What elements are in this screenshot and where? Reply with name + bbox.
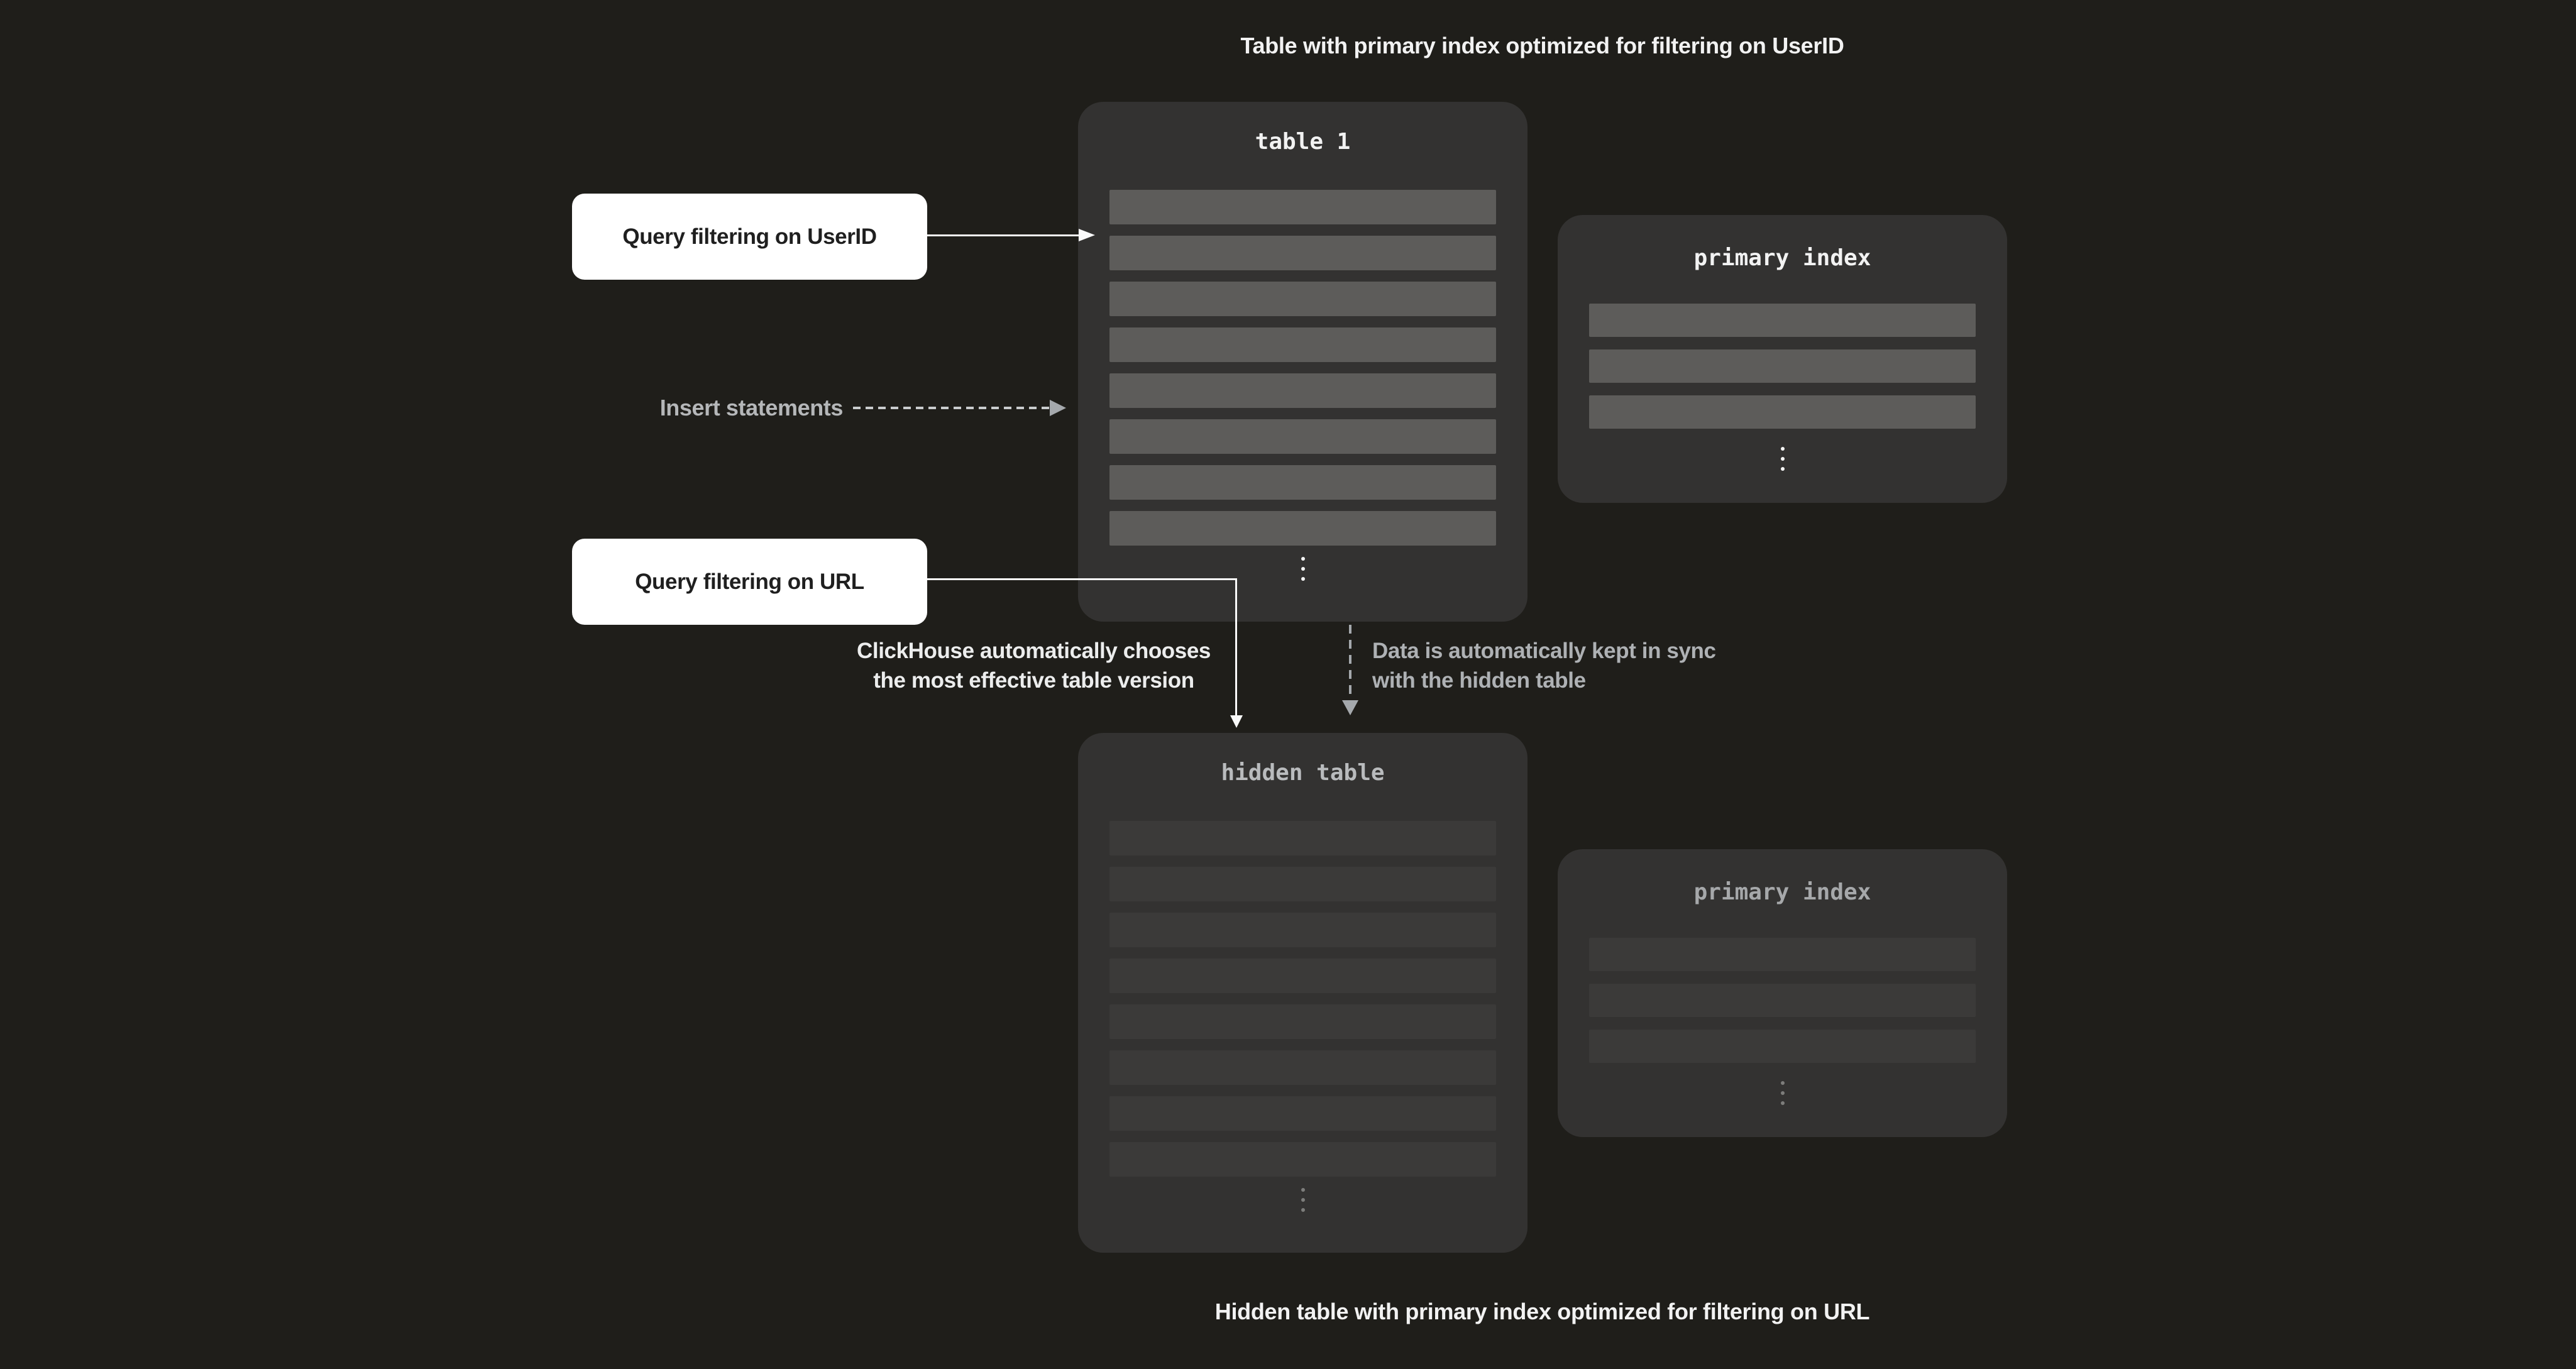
table-row [1109, 1004, 1496, 1039]
query-userid-label: Query filtering on UserID [572, 194, 927, 280]
table-row [1109, 190, 1496, 224]
query-url-label: Query filtering on URL [572, 539, 927, 625]
hidden-table-ellipsis [1078, 1188, 1527, 1212]
table-row [1589, 395, 1976, 429]
primary-index-top-title: primary index [1693, 245, 1871, 271]
primary-index-top-rows [1589, 304, 1976, 429]
table-row [1589, 304, 1976, 337]
primary-index-top-box: primary index [1558, 215, 2007, 503]
ellipsis-dot [1780, 1101, 1785, 1105]
sync-note: Data is automatically kept in sync with … [1372, 636, 1716, 695]
query-url-arrow-head [1230, 715, 1243, 728]
ellipsis-dot [1301, 1208, 1305, 1212]
ellipsis-dot [1780, 457, 1785, 461]
query-url-line-vertical [1235, 578, 1237, 717]
table-row [1109, 913, 1496, 947]
ellipsis-dot [1780, 447, 1785, 451]
table-row [1109, 419, 1496, 454]
ellipsis-dot [1301, 577, 1305, 581]
query-userid-arrow-head [1079, 229, 1095, 241]
table-row [1109, 373, 1496, 408]
table-row [1109, 236, 1496, 270]
table-row [1109, 867, 1496, 901]
sync-arrow-line [1349, 625, 1351, 699]
table1-box: table 1 [1078, 102, 1527, 622]
table-row [1109, 1096, 1496, 1131]
table-row [1109, 511, 1496, 546]
ellipsis-dot [1301, 1188, 1305, 1192]
table-row [1109, 465, 1496, 500]
top-caption: Table with primary index optimized for f… [1240, 33, 1844, 58]
hidden-table-title: hidden table [1221, 760, 1385, 786]
ellipsis-dot [1780, 1081, 1785, 1085]
table-row [1109, 282, 1496, 316]
clickhouse-note-line2: the most effective table version [873, 668, 1194, 693]
table-row [1109, 327, 1496, 362]
table-row [1589, 1030, 1976, 1063]
table-row [1109, 959, 1496, 993]
clickhouse-note-line1: ClickHouse automatically chooses [857, 639, 1211, 663]
insert-arrow-line [853, 407, 1049, 409]
table-row [1589, 349, 1976, 383]
query-userid-arrow-line [927, 234, 1079, 236]
primary-index-bottom-ellipsis [1558, 1081, 2007, 1105]
table-row [1109, 821, 1496, 855]
table1-title: table 1 [1255, 129, 1351, 155]
sync-note-line2: with the hidden table [1372, 668, 1586, 693]
table1-ellipsis [1078, 557, 1527, 581]
bottom-caption: Hidden table with primary index optimize… [1214, 1299, 1870, 1324]
sync-arrow-head [1342, 700, 1358, 715]
ellipsis-dot [1780, 467, 1785, 471]
primary-index-bottom-title: primary index [1693, 879, 1871, 905]
query-url-line-horizontal [927, 578, 1237, 580]
table-row [1109, 1050, 1496, 1085]
hidden-table-box: hidden table [1078, 733, 1527, 1253]
table1-rows [1109, 190, 1496, 546]
hidden-table-rows [1109, 821, 1496, 1177]
table-row [1109, 1142, 1496, 1177]
primary-index-bottom-box: primary index [1558, 849, 2007, 1137]
ellipsis-dot [1301, 567, 1305, 571]
table-row [1589, 984, 1976, 1017]
clickhouse-note: ClickHouse automatically chooses the mos… [853, 636, 1214, 695]
ellipsis-dot [1780, 1091, 1785, 1095]
sync-note-line1: Data is automatically kept in sync [1372, 639, 1716, 663]
insert-statements-label: Insert statements [659, 395, 844, 421]
ellipsis-dot [1301, 1198, 1305, 1202]
primary-index-top-ellipsis [1558, 447, 2007, 471]
ellipsis-dot [1301, 557, 1305, 561]
table-row [1589, 938, 1976, 971]
primary-index-bottom-rows [1589, 938, 1976, 1063]
insert-arrow-head [1050, 400, 1066, 416]
